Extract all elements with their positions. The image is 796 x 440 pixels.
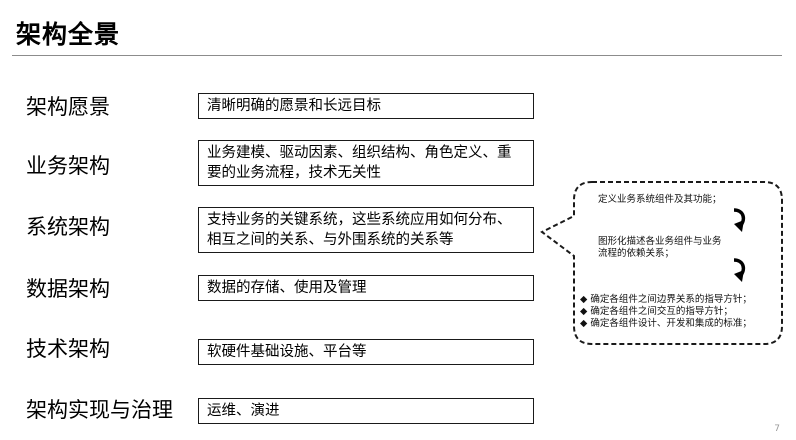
row-desc-data: 数据的存储、使用及管理 — [207, 280, 367, 296]
slide-title: 架构全景 — [16, 20, 121, 49]
row-box-vision: 清晰明确的愿景和长远目标 — [198, 93, 534, 119]
page-number: 7 — [774, 424, 780, 434]
callout-bullet: ◆ 确定各组件之间交互的指导方针； — [580, 306, 733, 317]
title-divider — [12, 55, 782, 56]
row-desc-tech: 软硬件基础设施、平台等 — [207, 344, 367, 360]
row-label-data: 数据架构 — [26, 277, 110, 301]
curved-arrow-icon — [733, 258, 746, 282]
callout-bullet-list: ◆ 确定各组件之间边界关系的指导方针； ◆ 确定各组件之间交互的指导方针； ◆ … — [580, 294, 778, 330]
callout-step-1: 定义业务系统组件及其功能； — [598, 194, 722, 205]
row-box-governance: 运维、演进 — [198, 398, 534, 424]
row-label-tech: 技术架构 — [26, 337, 110, 361]
row-label-system: 系统架构 — [26, 215, 110, 239]
row-label-vision: 架构愿景 — [26, 95, 110, 119]
callout-step-2: 图形化描述各业务组件与业务流程的依赖关系； — [598, 236, 722, 259]
row-desc-vision: 清晰明确的愿景和长远目标 — [207, 98, 381, 114]
curved-arrow-icon — [733, 208, 746, 232]
row-label-business: 业务架构 — [26, 154, 110, 178]
row-label-governance: 架构实现与治理 — [26, 398, 173, 422]
row-desc-system: 支持业务的关键系统，这些系统应用如何分布、相互之间的关系、与外围系统的关系等 — [207, 212, 512, 248]
callout-bullet: ◆ 确定各组件之间边界关系的指导方针； — [580, 294, 752, 305]
row-box-business: 业务建模、驱动因素、组织结构、角色定义、重要的业务流程，技术无关性 — [198, 140, 534, 186]
row-box-tech: 软硬件基础设施、平台等 — [198, 339, 534, 365]
row-desc-governance: 运维、演进 — [207, 403, 280, 419]
row-box-data: 数据的存储、使用及管理 — [198, 275, 534, 301]
row-desc-business: 业务建模、驱动因素、组织结构、角色定义、重要的业务流程，技术无关性 — [207, 145, 512, 181]
row-box-system: 支持业务的关键系统，这些系统应用如何分布、相互之间的关系、与外围系统的关系等 — [198, 207, 534, 253]
callout-bullet: ◆ 确定各组件设计、开发和集成的标准； — [580, 318, 752, 329]
